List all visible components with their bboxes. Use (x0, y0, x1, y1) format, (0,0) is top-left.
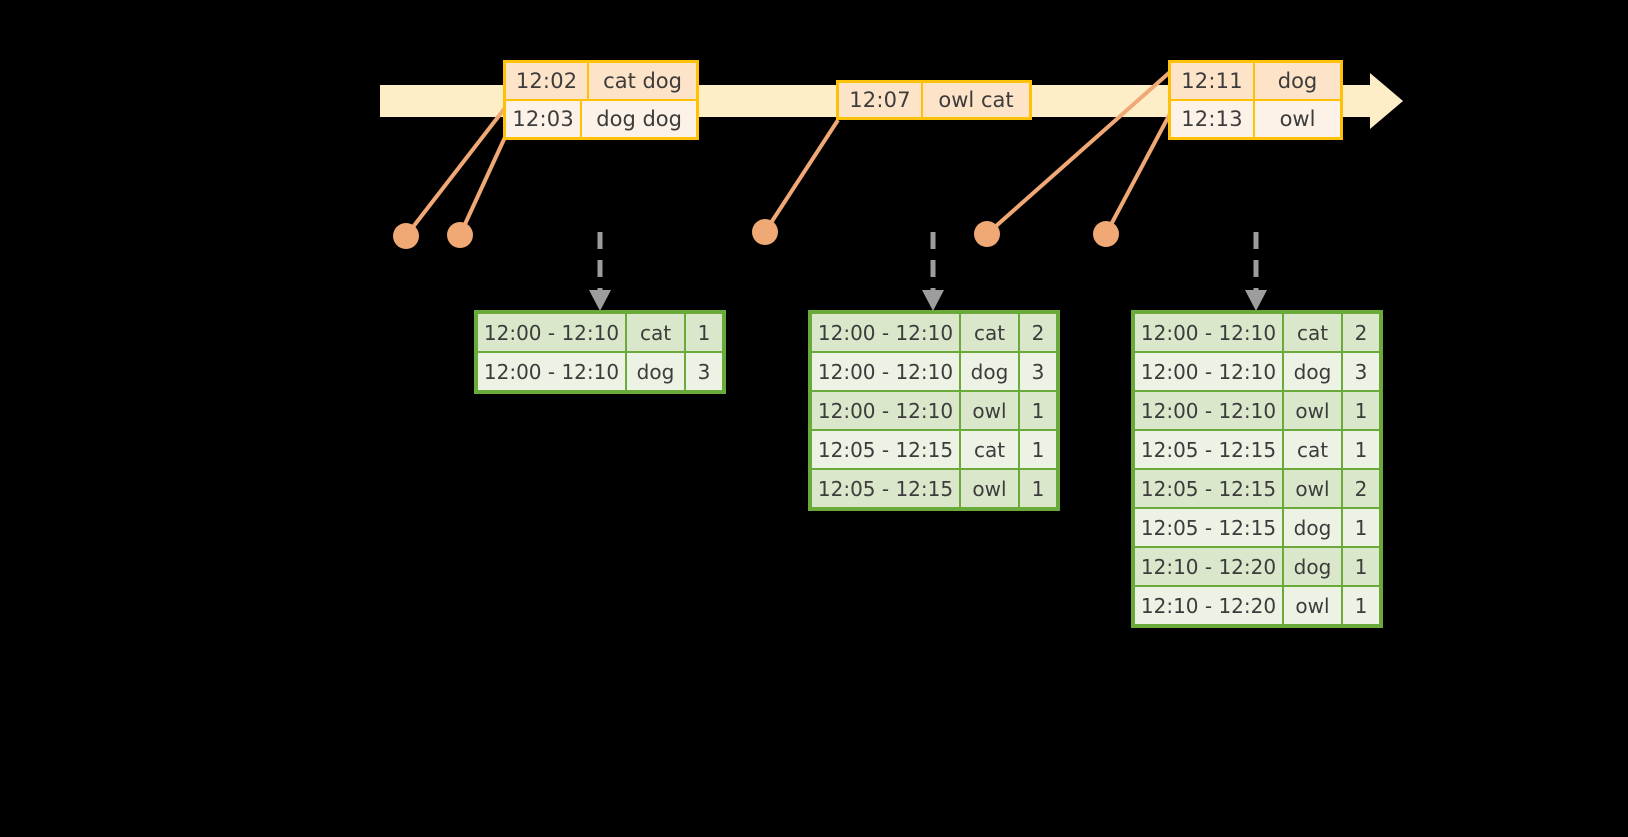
connector-line-1 (404, 106, 507, 238)
cell-window: 12:10 - 12:20 (1135, 587, 1282, 624)
cell-word: dog (627, 353, 684, 390)
event-time: 12:11 (1171, 63, 1255, 99)
event-row[interactable]: 12:13 owl (1171, 99, 1340, 137)
table-row[interactable]: 12:00 - 12:10 dog 3 (478, 353, 722, 390)
dashed-arrow-3 (1245, 232, 1267, 311)
cell-count: 2 (1343, 314, 1379, 351)
result-table-2[interactable]: 12:00 - 12:10 cat 2 12:00 - 12:10 dog 3 … (808, 310, 1060, 511)
event-row[interactable]: 12:03 dog dog (506, 99, 696, 137)
cell-count: 1 (1343, 431, 1379, 468)
cell-window: 12:10 - 12:20 (1135, 548, 1282, 585)
event-words: dog dog (596, 107, 682, 131)
cell-window: 12:00 - 12:10 (1135, 353, 1282, 390)
cell-count: 1 (1343, 587, 1379, 624)
cell-word: cat (1284, 314, 1341, 351)
cell-window: 12:00 - 12:10 (812, 353, 959, 390)
table-row[interactable]: 12:00 - 12:10 owl 1 (812, 392, 1056, 429)
cell-count: 1 (1343, 548, 1379, 585)
table-row[interactable]: 12:00 - 12:10 owl 1 (1135, 392, 1379, 429)
connector-line-3 (763, 118, 840, 234)
cell-window: 12:00 - 12:10 (1135, 314, 1282, 351)
cell-window: 12:05 - 12:15 (812, 470, 959, 507)
event-time: 12:07 (839, 83, 923, 117)
cell-window: 12:00 - 12:10 (478, 353, 625, 390)
cell-count: 2 (1343, 470, 1379, 507)
event-row[interactable]: 12:02 cat dog (506, 63, 696, 99)
cell-word: owl (961, 470, 1018, 507)
event-row[interactable]: 12:07 owl cat (839, 83, 1029, 117)
table-row[interactable]: 12:05 - 12:15 cat 1 (1135, 431, 1379, 468)
table-row[interactable]: 12:00 - 12:10 cat 1 (478, 314, 722, 351)
timeline-arrow-head (1370, 73, 1403, 129)
cell-count: 3 (686, 353, 722, 390)
cell-word: dog (1284, 509, 1341, 546)
event-time: 12:13 (1171, 101, 1255, 137)
cell-window: 12:00 - 12:10 (812, 314, 959, 351)
event-words: cat dog (603, 69, 682, 93)
cell-count: 1 (1020, 470, 1056, 507)
result-table-1[interactable]: 12:00 - 12:10 cat 1 12:00 - 12:10 dog 3 (474, 310, 726, 394)
event-words: owl (1279, 107, 1316, 131)
cell-word: owl (1284, 587, 1341, 624)
event-box-1[interactable]: 12:02 cat dog 12:03 dog dog (503, 60, 699, 140)
table-row[interactable]: 12:00 - 12:10 cat 2 (812, 314, 1056, 351)
event-time: 12:02 (506, 63, 590, 99)
table-row[interactable]: 12:10 - 12:20 owl 1 (1135, 587, 1379, 624)
cell-word: cat (961, 431, 1018, 468)
connector-line-2 (458, 134, 508, 236)
cell-count: 1 (1343, 509, 1379, 546)
table-row[interactable]: 12:05 - 12:15 owl 2 (1135, 470, 1379, 507)
connector-dot-1 (393, 223, 419, 249)
cell-window: 12:05 - 12:15 (1135, 509, 1282, 546)
result-table-3[interactable]: 12:00 - 12:10 cat 2 12:00 - 12:10 dog 3 … (1131, 310, 1383, 628)
cell-word: cat (1284, 431, 1341, 468)
connector-line-5 (1104, 109, 1174, 235)
cell-window: 12:00 - 12:10 (812, 392, 959, 429)
cell-window: 12:00 - 12:10 (478, 314, 625, 351)
cell-count: 2 (1020, 314, 1056, 351)
cell-window: 12:05 - 12:15 (812, 431, 959, 468)
cell-word: cat (961, 314, 1018, 351)
table-row[interactable]: 12:00 - 12:10 dog 3 (1135, 353, 1379, 390)
cell-count: 1 (1343, 392, 1379, 429)
table-row[interactable]: 12:05 - 12:15 dog 1 (1135, 509, 1379, 546)
event-box-3[interactable]: 12:11 dog 12:13 owl (1168, 60, 1343, 140)
table-row[interactable]: 12:00 - 12:10 cat 2 (1135, 314, 1379, 351)
event-time: 12:03 (506, 101, 583, 137)
table-row[interactable]: 12:00 - 12:10 dog 3 (812, 353, 1056, 390)
table-row[interactable]: 12:10 - 12:20 dog 1 (1135, 548, 1379, 585)
cell-word: dog (1284, 548, 1341, 585)
cell-word: owl (961, 392, 1018, 429)
cell-count: 3 (1020, 353, 1056, 390)
connector-dot-2 (447, 222, 473, 248)
cell-count: 3 (1343, 353, 1379, 390)
event-row[interactable]: 12:11 dog (1171, 63, 1340, 99)
cell-count: 1 (686, 314, 722, 351)
event-words: owl cat (938, 88, 1014, 112)
cell-count: 1 (1020, 392, 1056, 429)
connector-dot-3 (752, 219, 778, 245)
cell-window: 12:05 - 12:15 (1135, 431, 1282, 468)
table-row[interactable]: 12:05 - 12:15 owl 1 (812, 470, 1056, 507)
cell-word: owl (1284, 392, 1341, 429)
cell-word: dog (1284, 353, 1341, 390)
cell-window: 12:05 - 12:15 (1135, 470, 1282, 507)
dashed-arrow-2 (922, 232, 944, 311)
connector-dot-5 (1093, 221, 1119, 247)
cell-count: 1 (1020, 431, 1056, 468)
dashed-arrow-1 (589, 232, 611, 311)
cell-word: dog (961, 353, 1018, 390)
cell-word: owl (1284, 470, 1341, 507)
cell-window: 12:00 - 12:10 (1135, 392, 1282, 429)
event-words: dog (1277, 69, 1318, 93)
connector-dot-4 (974, 221, 1000, 247)
event-box-2[interactable]: 12:07 owl cat (836, 80, 1032, 120)
cell-word: cat (627, 314, 684, 351)
table-row[interactable]: 12:05 - 12:15 cat 1 (812, 431, 1056, 468)
